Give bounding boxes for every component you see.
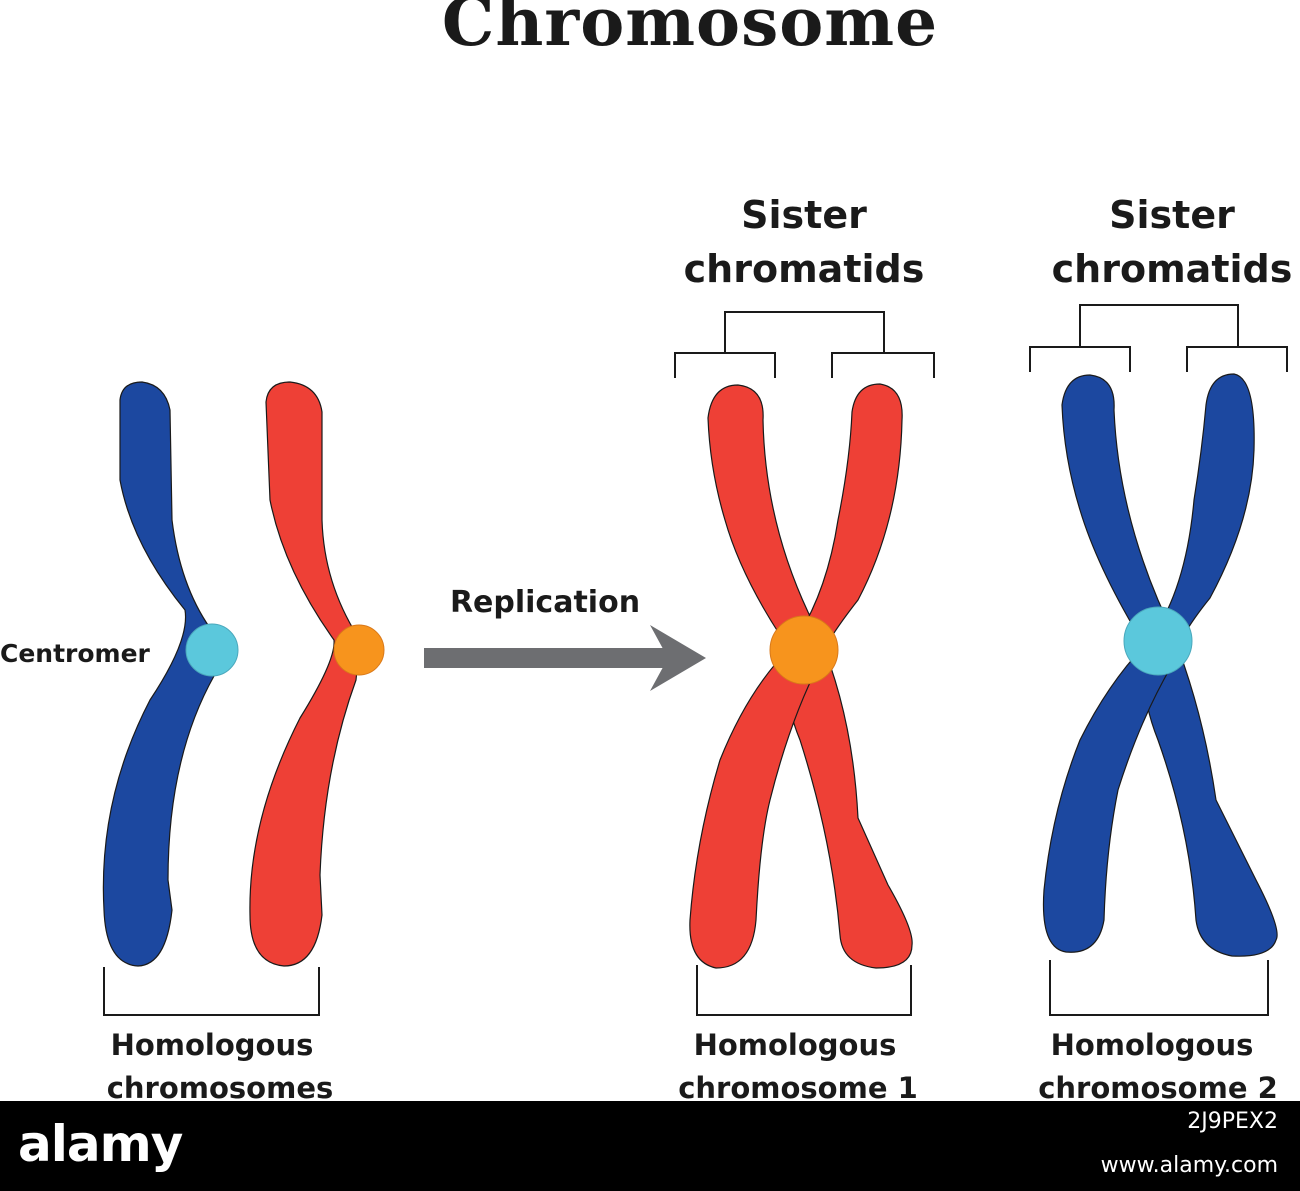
unreplicated-chromosome-red (249, 381, 361, 967)
replication-label: Replication (450, 585, 640, 620)
homologous-1-bracket (696, 965, 912, 1016)
sister-chromatids-label-1-line2: chromatids (684, 247, 925, 291)
watermark-image-id: 2J9PEX2 (1187, 1109, 1278, 1134)
centromere-orange-unreplicated (333, 624, 385, 676)
centromer-label: Centromer (0, 639, 151, 668)
sister-chromatids-bracket-1 (674, 311, 935, 378)
homologous-pair-label-line1: Homologous (111, 1028, 314, 1062)
watermark-url: www.alamy.com (1100, 1153, 1278, 1178)
homologous-2-bracket (1049, 960, 1269, 1016)
homologous-pair-bracket (103, 967, 320, 1016)
sister-chromatids-bracket-2 (1029, 304, 1288, 372)
sister-chromatids-label-2-line2: chromatids (1052, 247, 1293, 291)
homologous-1-label-line1: Homologous (694, 1028, 897, 1062)
homologous-1-label-line2: chromosome 1 (678, 1071, 918, 1105)
unreplicated-chromosome-blue (102, 381, 217, 967)
homologous-pair-label-line2: chromosomes (107, 1071, 334, 1105)
centromere-cyan-unreplicated (185, 623, 239, 677)
centromere-orange-replicated (769, 615, 839, 685)
watermark-logo: alamy (18, 1115, 183, 1173)
replication-arrow (424, 625, 706, 691)
sister-chromatids-label-2-line1: Sister (1109, 193, 1235, 237)
watermark-bar: alamy 2J9PEX2 www.alamy.com (0, 1101, 1300, 1191)
centromere-cyan-replicated (1123, 606, 1193, 676)
homologous-2-label-line2: chromosome 2 (1038, 1071, 1278, 1105)
homologous-2-label-line1: Homologous (1051, 1028, 1254, 1062)
sister-chromatids-label-1-line1: Sister (741, 193, 867, 237)
page-title: Chromosome (442, 0, 938, 61)
